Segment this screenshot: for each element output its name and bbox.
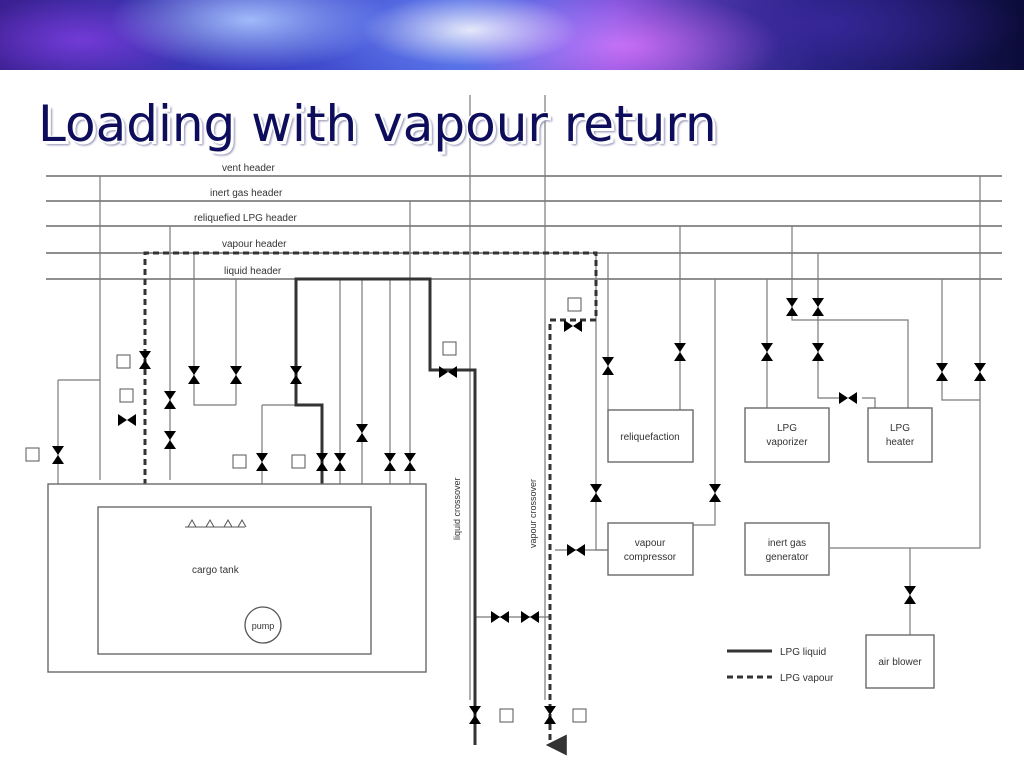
inert-gas-generator-box [744, 522, 830, 576]
lpg-vapour-path [143, 251, 598, 756]
lpg-heater-label-1: LPG [890, 423, 910, 434]
vapour-crossover-label: vapour crossover [528, 479, 538, 548]
vapour-compressor-label-2: compressor [624, 552, 677, 563]
reliquefaction-box [607, 409, 694, 463]
cargo-tank-inner [97, 506, 372, 655]
legend: LPG liquid LPG vapour [727, 647, 834, 684]
liquid-header-label: liquid header [224, 266, 282, 277]
lpg-vaporizer-label-2: vaporizer [766, 437, 808, 448]
pump-label: pump [252, 621, 275, 631]
inert-gas-generator-label-2: generator [766, 552, 809, 563]
header-lines [46, 175, 1002, 280]
pump-symbol [244, 606, 282, 644]
lpg-heater-label-2: heater [886, 437, 915, 448]
air-blower-box [865, 634, 935, 689]
header-banner [0, 0, 1024, 70]
vapour-compressor-box [607, 522, 694, 576]
lpg-heater-box [867, 407, 933, 463]
inert-gas-generator-label-1: inert gas [768, 538, 806, 549]
vapour-header-label: vapour header [222, 239, 287, 250]
spray-nozzles [185, 518, 247, 528]
cargo-tank-label: cargo tank [192, 565, 240, 576]
vent-header-label: vent header [222, 163, 275, 174]
vapour-compressor-label-1: vapour [635, 538, 666, 549]
reliquefied-header-label: reliquefied LPG header [194, 213, 298, 224]
liquid-crossover-label: liquid crossover [452, 477, 462, 540]
reliquefaction-label: reliquefaction [620, 432, 679, 443]
legend-vapour-label: LPG vapour [780, 673, 834, 684]
inert-gas-header-label: inert gas header [210, 188, 283, 199]
lpg-liquid-path [294, 277, 477, 745]
actuator-boxes [25, 297, 587, 723]
lpg-vaporizer-box [744, 407, 830, 463]
air-blower-label: air blower [878, 657, 922, 668]
slide-title: Loading with vapour return [38, 95, 717, 153]
lpg-vaporizer-label-1: LPG [777, 423, 797, 434]
legend-liquid-label: LPG liquid [780, 647, 826, 658]
